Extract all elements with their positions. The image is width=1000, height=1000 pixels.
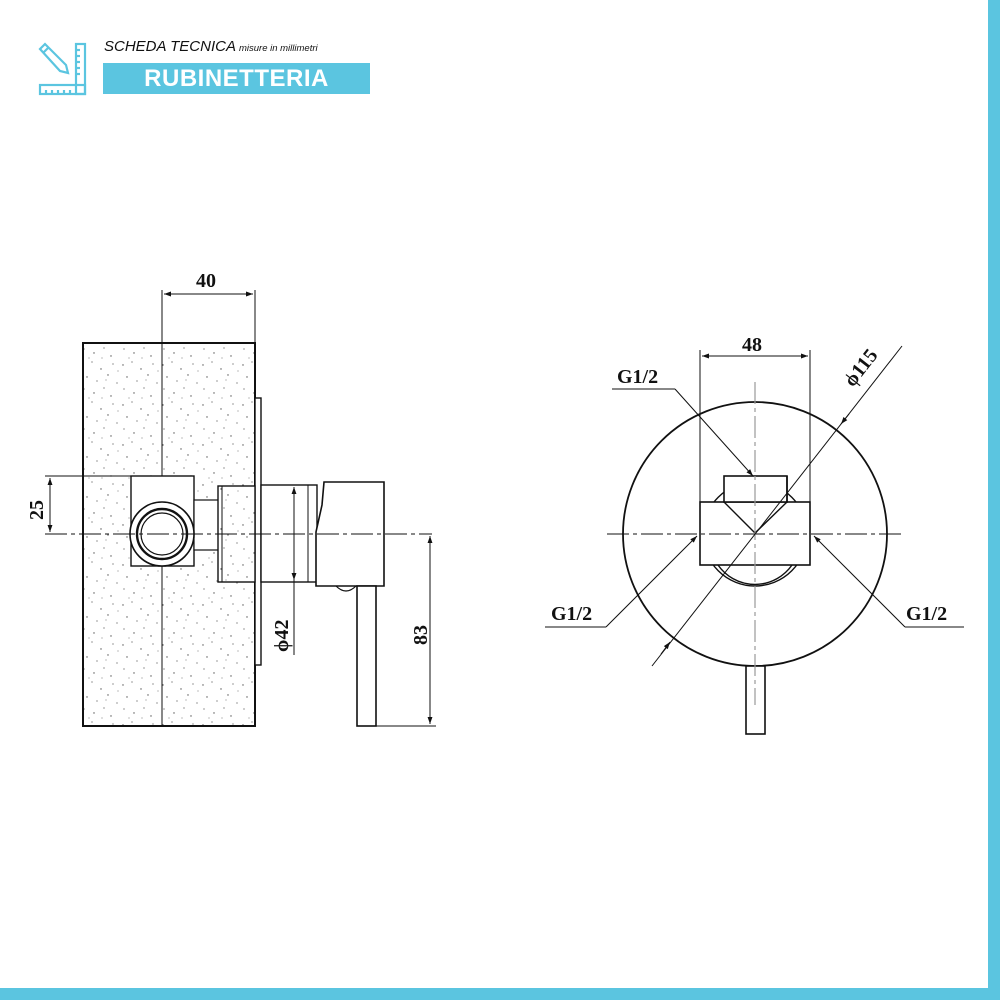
frame-border-bottom: [0, 988, 1000, 1000]
title-main: SCHEDA TECNICA: [104, 38, 236, 55]
title-units-note: misure in millimetri: [238, 43, 318, 54]
dim-body-width-label: 48: [742, 334, 762, 356]
cover-plate: [254, 397, 262, 666]
dim-handle-height-label: 83: [410, 625, 432, 645]
lever-side: [356, 585, 377, 727]
category-banner: RUBINETTERIA: [103, 63, 370, 94]
dim-plate-diameter-label: ϕ115: [840, 345, 883, 391]
front-view: [545, 345, 964, 735]
label-right-connection: G1/2: [906, 603, 947, 625]
pencil-ruler-icon: [38, 42, 87, 96]
frame-border-right: [988, 0, 1000, 1000]
label-top-connection: G1/2: [617, 366, 658, 388]
dim-body-diameter-label: ϕ42: [271, 620, 293, 652]
handle-head-side: [315, 481, 385, 587]
dim-offset-label: 25: [26, 500, 48, 520]
side-view: [45, 290, 436, 727]
dim-depth-label: 40: [196, 270, 216, 292]
label-left-connection: G1/2: [551, 603, 592, 625]
